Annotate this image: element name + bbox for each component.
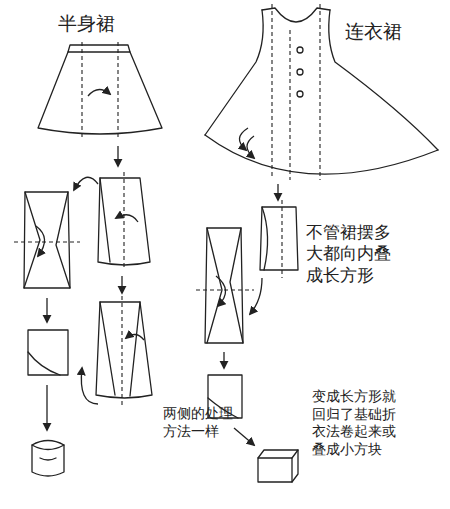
fold-arrow (126, 334, 144, 340)
step-arrow (223, 352, 224, 368)
fold-flap (207, 228, 222, 343)
dress-fold-step (260, 207, 298, 270)
fold-flap (130, 302, 140, 396)
fold-arrow (247, 136, 254, 158)
skirt-outline (38, 52, 162, 134)
label-holder: 两侧的处理方法一样 (163, 405, 237, 440)
step-arrow (250, 278, 262, 314)
fold-flap (100, 178, 110, 262)
label-holder: 半身裙 (58, 12, 115, 36)
fold-line (121, 296, 122, 405)
fold-flap (100, 302, 115, 395)
fold-line (14, 241, 80, 242)
fold-line (123, 172, 124, 270)
step-arrow (74, 177, 98, 190)
button (297, 47, 303, 53)
roll-edge (32, 445, 64, 450)
button (297, 69, 303, 75)
heading-label: 连衣裙 (345, 20, 402, 44)
step-arrow (277, 184, 278, 200)
fold-arrow (88, 89, 110, 96)
folded-square (258, 458, 292, 482)
skirt-waistband (68, 45, 130, 52)
dress-outline (205, 10, 263, 135)
heading-label: 半身裙 (58, 12, 115, 36)
fold-flap (24, 192, 40, 288)
rolled-skirt (32, 441, 64, 477)
fold-flap (262, 207, 268, 270)
folded-square (292, 450, 298, 482)
fold-flap (230, 228, 243, 343)
fold-flap (28, 352, 60, 375)
step-arrow (81, 368, 98, 404)
note-label: 变成长方形就回归了基础折衣法卷起来或叠成小方块 (312, 388, 400, 458)
step-arrow (46, 298, 47, 322)
fold-line (319, 4, 320, 180)
fold-line (289, 30, 290, 180)
fold-line (271, 4, 272, 176)
fold-arrow (116, 215, 138, 222)
folded-square (258, 450, 298, 458)
dress-fold-step (205, 228, 243, 343)
step-arrow (234, 428, 254, 445)
label-holder: 变成长方形就回归了基础折衣法卷起来或叠成小方块 (312, 388, 400, 458)
fold-arrow (216, 276, 226, 306)
step-arrow (46, 385, 47, 430)
roll-edge (40, 458, 56, 460)
label-holder: 不管裙摆多大都向内叠成长方形 (306, 222, 396, 286)
label-holder: 连衣裙 (345, 20, 402, 44)
note-label: 不管裙摆多大都向内叠成长方形 (306, 222, 396, 286)
fold-line (81, 42, 82, 140)
skirt-fold-step (96, 302, 152, 398)
button (297, 91, 303, 97)
fold-line (281, 200, 282, 278)
dress-outline (329, 10, 438, 150)
folded-rectangle (28, 330, 68, 375)
step-arrow (121, 276, 122, 293)
fold-arrow (36, 226, 45, 256)
skirt-fold-step (24, 192, 70, 288)
fold-line (117, 42, 118, 140)
fold-flap (56, 192, 70, 288)
step-arrow (117, 146, 118, 166)
note-label: 两侧的处理方法一样 (163, 405, 237, 440)
